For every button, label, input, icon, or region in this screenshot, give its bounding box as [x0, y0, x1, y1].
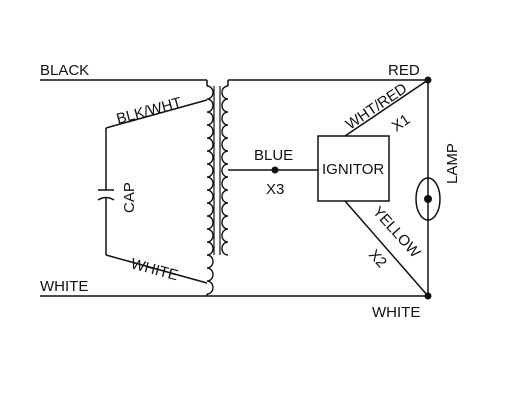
ignitor-label: IGNITOR	[322, 161, 384, 178]
lamp-envelope	[415, 177, 441, 221]
x3-label: X3	[266, 181, 284, 198]
cap-label: CAP	[121, 182, 138, 213]
x2-label: X2	[365, 246, 390, 271]
transformer-symbol	[206, 80, 229, 296]
lamp-symbol	[415, 177, 441, 221]
junction-dot-white	[424, 292, 432, 300]
ignitor-box	[317, 135, 390, 202]
junction-dot-red	[424, 76, 432, 84]
secondary-coil	[221, 85, 229, 256]
x1-label: X1	[389, 111, 414, 135]
wires	[40, 79, 429, 297]
blk-wht-wire	[105, 99, 208, 129]
white-inner-wire	[105, 254, 208, 284]
red-label: RED	[388, 62, 420, 79]
lamp-filament-dot	[424, 195, 432, 203]
lamp-label: LAMP	[444, 143, 461, 184]
primary-coil	[206, 85, 214, 295]
capacitor-symbol	[97, 189, 115, 201]
white-left-label: WHITE	[40, 278, 88, 295]
white-inner-label: WHITE	[129, 255, 180, 284]
junction-dot-blue	[271, 166, 279, 174]
blue-label: BLUE	[254, 147, 293, 164]
wht-red-wire	[344, 79, 429, 137]
blk-wht-label: BLK/WHT	[115, 94, 184, 128]
white-right-label: WHITE	[372, 304, 420, 321]
yellow-wire	[344, 200, 429, 297]
black-label: BLACK	[40, 62, 89, 79]
